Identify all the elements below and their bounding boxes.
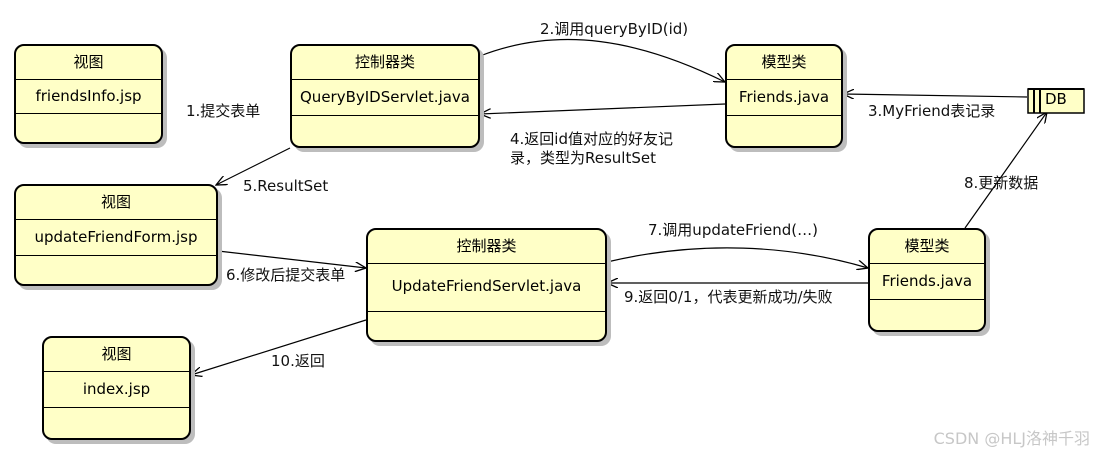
controller-box-querybyid[interactable]: 控制器类 QueryByIDServlet.java <box>290 44 480 148</box>
class-name: Friends.java <box>727 80 841 116</box>
view-box-friendsinfo[interactable]: 视图 friendsInfo.jsp <box>14 44 163 144</box>
edge-7-line <box>606 247 868 268</box>
model-box-friends-2[interactable]: 模型类 Friends.java <box>868 228 986 332</box>
stereotype-label: 模型类 <box>870 230 984 264</box>
edge-10-label: 10.返回 <box>271 352 325 370</box>
view-box-updatefriendform[interactable]: 视图 updateFriendForm.jsp <box>14 184 218 286</box>
stereotype-label: 视图 <box>16 46 161 80</box>
class-name: friendsInfo.jsp <box>16 80 161 114</box>
edge-7-label: 7.调用updateFriend(…) <box>648 221 818 239</box>
edge-8-line <box>964 112 1047 229</box>
stereotype-label: 控制器类 <box>292 46 478 80</box>
stereotype-label: 模型类 <box>727 46 841 80</box>
class-name: updateFriendForm.jsp <box>16 220 216 256</box>
edge-5-line <box>216 147 291 185</box>
edge-6-line <box>217 250 366 268</box>
controller-box-updatefriend[interactable]: 控制器类 UpdateFriendServlet.java <box>366 228 607 342</box>
edge-5-label: 5.ResultSet <box>243 177 329 195</box>
edge-10-line <box>191 319 367 375</box>
class-name: UpdateFriendServlet.java <box>368 264 605 312</box>
stereotype-label: 控制器类 <box>368 230 605 264</box>
stereotype-label: 视图 <box>16 186 216 220</box>
edge-1-label: 1.提交表单 <box>186 102 261 120</box>
edge-9-label: 9.返回0/1，代表更新成功/失败 <box>624 288 833 306</box>
watermark-text: CSDN @HLJ洛神千羽 <box>933 429 1090 448</box>
edge-8-label: 8.更新数据 <box>964 174 1039 192</box>
database-node[interactable]: DB <box>1027 88 1085 114</box>
view-box-index[interactable]: 视图 index.jsp <box>42 336 191 440</box>
class-name: QueryByIDServlet.java <box>292 80 478 116</box>
edge-4-line <box>480 103 726 114</box>
model-box-friends-1[interactable]: 模型类 Friends.java <box>725 44 843 148</box>
class-name: index.jsp <box>44 372 189 408</box>
edge-3-line <box>843 94 1028 97</box>
edge-6-label: 6.修改后提交表单 <box>226 266 346 284</box>
edge-4-label: 4.返回id值对应的好友记录，类型为ResultSet <box>510 130 674 167</box>
edge-3-label: 3.MyFriend表记录 <box>868 102 996 120</box>
edge-2-label: 2.调用queryByID(id) <box>540 20 689 38</box>
class-name: Friends.java <box>870 264 984 300</box>
edge-2-line <box>479 38 725 82</box>
stereotype-label: 视图 <box>44 338 189 372</box>
database-label: DB <box>1045 90 1067 108</box>
